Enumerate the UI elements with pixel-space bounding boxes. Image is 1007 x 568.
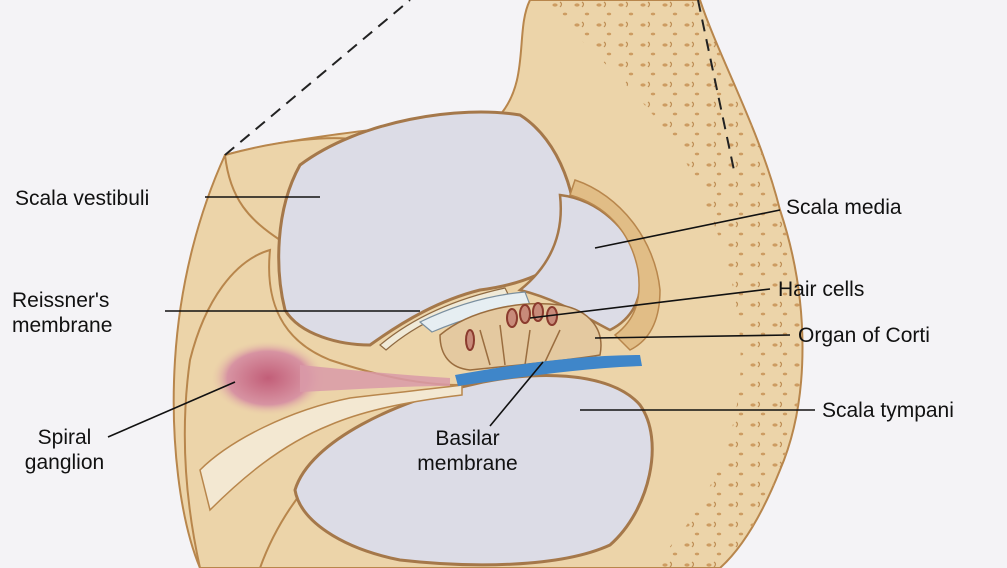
label-basilar-line2: membrane xyxy=(405,451,530,476)
label-basilar-line1: Basilar xyxy=(405,426,530,451)
label-spiral-ganglion: Spiral ganglion xyxy=(22,425,107,475)
label-scala-tympani: Scala tympani xyxy=(822,398,954,423)
label-spiral-line2: ganglion xyxy=(22,450,107,475)
label-organ-of-corti: Organ of Corti xyxy=(798,323,930,348)
label-reissners-line2: membrane xyxy=(12,313,112,338)
label-spiral-line1: Spiral xyxy=(22,425,107,450)
label-reissners-line1: Reissner's xyxy=(12,288,112,313)
label-basilar-membrane: Basilar membrane xyxy=(405,426,530,476)
label-hair-cells: Hair cells xyxy=(778,277,864,302)
label-scala-vestibuli: Scala vestibuli xyxy=(15,186,149,211)
label-scala-media: Scala media xyxy=(786,195,902,220)
label-reissners-membrane: Reissner's membrane xyxy=(12,288,112,338)
